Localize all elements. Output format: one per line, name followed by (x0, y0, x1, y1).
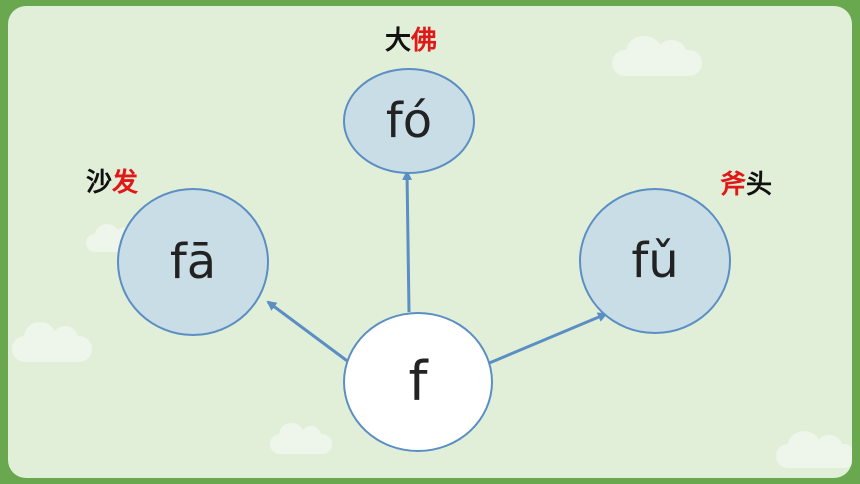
cloud-decoration (612, 35, 702, 76)
cloud-decoration (776, 430, 852, 468)
center-letter-node: f (343, 312, 493, 452)
word-label-fu: 斧头 (720, 164, 772, 201)
cloud-decoration (12, 321, 92, 362)
syllable-node-fu: fǔ (579, 188, 731, 334)
syllable-node-fo: fó (343, 68, 475, 174)
word-char-plain: 头 (746, 170, 773, 200)
word-label-fo: 大佛 (385, 20, 437, 57)
syllable-node-fa: fā (117, 188, 269, 336)
word-char-highlight: 佛 (411, 26, 438, 56)
syllable-text: fó (385, 93, 433, 149)
word-char-highlight: 斧 (720, 170, 747, 200)
syllable-text: fā (169, 234, 217, 290)
word-char-plain: 大 (385, 26, 412, 56)
syllable-text: fǔ (631, 233, 679, 289)
word-label-fa: 沙发 (86, 162, 138, 199)
cloud-decoration (270, 423, 332, 454)
center-letter: f (408, 350, 428, 413)
word-char-highlight: 发 (112, 168, 139, 198)
word-char-plain: 沙 (86, 168, 113, 198)
